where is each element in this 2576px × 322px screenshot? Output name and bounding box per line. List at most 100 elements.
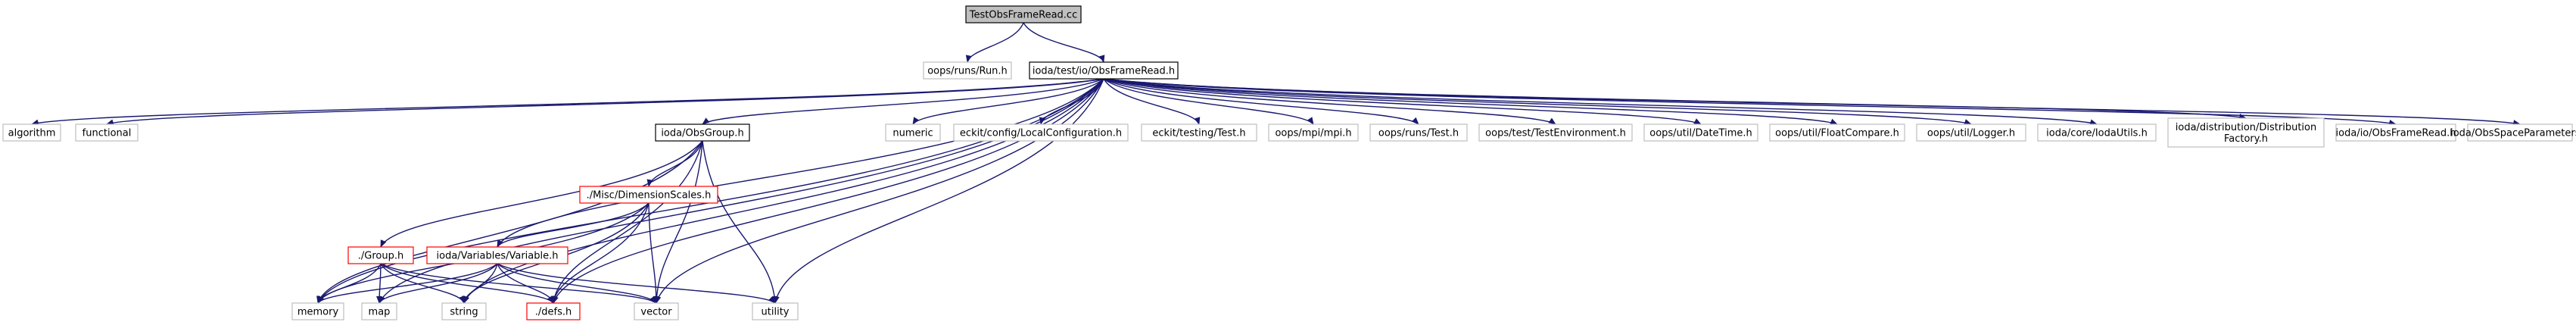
edge-variable-to-memory — [317, 263, 498, 304]
node-label: map — [369, 307, 391, 318]
node-grouph[interactable]: ./Group.h — [347, 246, 414, 264]
node-box — [965, 5, 1082, 23]
node-box — [441, 302, 487, 320]
node-box — [2, 123, 61, 142]
node-label: algorithm — [8, 128, 56, 139]
edge-ofr-to-localconf — [1039, 78, 1104, 125]
edge-line — [462, 263, 498, 304]
node-box — [579, 186, 718, 204]
node-dimscales[interactable]: ./Misc/DimensionScales.h — [579, 186, 718, 204]
edge-line — [965, 22, 1024, 63]
edge-obsgroup-to-defs — [551, 140, 703, 304]
edge-line — [380, 263, 466, 304]
node-vector: vector — [634, 302, 679, 320]
edge-line — [317, 263, 498, 304]
edge-line — [1103, 78, 1702, 125]
node-box — [1141, 123, 1257, 142]
node-label: oops/util/DateTime.h — [1649, 128, 1752, 139]
edge-ofr-to-runstest — [1103, 78, 1419, 125]
node-defs[interactable]: ./defs.h — [526, 302, 581, 320]
edge-line — [912, 78, 1104, 125]
node-label: string — [450, 307, 478, 318]
edge-line — [702, 140, 778, 304]
node-localconf: eckit/config/LocalConfiguration.h — [953, 123, 1129, 142]
edge-line — [317, 140, 703, 304]
edge-ofr-to-logger — [1103, 78, 1972, 125]
node-obsgroup[interactable]: ioda/ObsGroup.h — [655, 123, 750, 142]
node-box — [953, 123, 1129, 142]
node-box — [1369, 123, 1468, 142]
edge-line — [380, 140, 703, 248]
node-box — [2335, 123, 2456, 142]
edge-root-to-run — [965, 22, 1024, 63]
node-label: utility — [762, 307, 790, 318]
node-box — [655, 123, 750, 142]
edge-obsgroup-to-vector — [653, 140, 703, 304]
node-testh: eckit/testing/Test.h — [1141, 123, 1257, 142]
edge-grouph-to-memory — [316, 263, 382, 304]
edge-line — [1103, 78, 2521, 126]
edge-ofr-to-algorithm — [31, 78, 1104, 126]
node-map: map — [361, 302, 397, 320]
edges-layer — [31, 22, 2521, 304]
node-box — [1769, 123, 1905, 142]
edge-line — [380, 263, 554, 304]
edge-line — [106, 78, 1104, 126]
edge-dimscales-to-variable — [497, 202, 649, 248]
node-label: ioda/Variables/Variable.h — [437, 251, 559, 262]
edge-grouph-to-vector — [380, 263, 657, 304]
node-variable[interactable]: ioda/Variables/Variable.h — [426, 246, 568, 264]
edge-line — [497, 202, 649, 248]
node-box — [2467, 123, 2573, 142]
node-label: eckit/testing/Test.h — [1152, 128, 1245, 139]
edge-ofr-to-testenv — [1103, 78, 1556, 125]
edge-line — [1039, 78, 1104, 125]
node-ioofr: ioda/io/ObsFrameRead.h — [2335, 123, 2456, 142]
edge-line — [376, 263, 383, 304]
edge-ofr-to-functional — [106, 78, 1104, 126]
node-label: Factory.h — [2224, 133, 2268, 145]
edge-line — [551, 140, 703, 304]
edge-line — [655, 78, 1104, 304]
node-label: ./Misc/DimensionScales.h — [587, 190, 712, 202]
node-label: memory — [297, 307, 339, 318]
edge-ofr-to-iodautils — [1103, 78, 2098, 126]
node-box — [923, 61, 1012, 80]
node-box — [1643, 123, 1758, 142]
node-label: oops/runs/Test.h — [1378, 128, 1459, 139]
edge-line — [316, 263, 382, 304]
node-iodautils: ioda/core/IodaUtils.h — [2037, 123, 2157, 142]
node-floatcmp: oops/util/FloatCompare.h — [1769, 123, 1905, 142]
edge-ofr-to-mpi — [1103, 78, 1314, 125]
node-label: numeric — [892, 128, 933, 139]
edge-line — [497, 263, 556, 304]
edge-line — [1103, 78, 1419, 125]
edge-line — [1103, 78, 2098, 126]
node-ofr[interactable]: ioda/test/io/ObsFrameRead.h — [1029, 61, 1179, 80]
edge-ofr-to-datetime — [1103, 78, 1702, 125]
edge-obsgroup-to-grouph — [380, 140, 703, 248]
node-label: functional — [83, 128, 132, 139]
edge-grouph-to-defs — [380, 263, 554, 304]
node-box — [2167, 117, 2325, 148]
edge-ofr-to-testh — [1103, 78, 1201, 125]
node-memory: memory — [291, 302, 344, 320]
node-label: ioda/test/io/ObsFrameRead.h — [1033, 66, 1175, 77]
node-label: eckit/config/LocalConfiguration.h — [960, 128, 1122, 139]
node-functional: functional — [75, 123, 139, 142]
edge-variable-to-map — [378, 263, 498, 304]
edge-line — [653, 140, 703, 304]
node-runstest: oops/runs/Test.h — [1369, 123, 1468, 142]
edge-ofr-to-vector — [655, 78, 1104, 304]
edge-line — [648, 202, 659, 304]
edge-dimscales-to-vector — [648, 202, 659, 304]
edge-variable-to-string — [462, 263, 498, 304]
edge-line — [31, 78, 1104, 126]
node-datetime: oops/util/DateTime.h — [1643, 123, 1758, 142]
edge-variable-to-vector — [497, 263, 657, 304]
node-box — [361, 302, 397, 320]
node-label: ioda/distribution/Distribution — [2176, 122, 2316, 133]
